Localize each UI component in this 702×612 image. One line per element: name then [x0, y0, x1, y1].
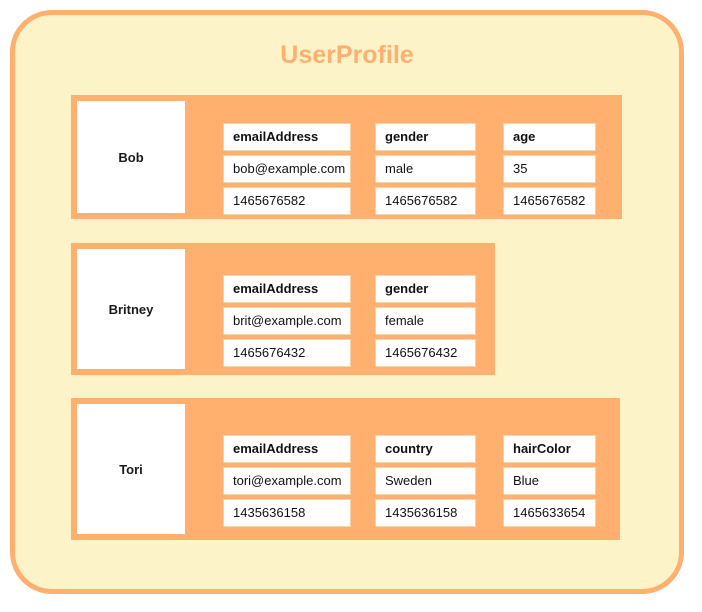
field-value: Sweden — [375, 467, 476, 495]
field-timestamp: 1435636158 — [375, 499, 476, 527]
field-value: Blue — [503, 467, 596, 495]
field-key: country — [375, 435, 476, 463]
field-column: country Sweden 1435636158 — [375, 435, 476, 527]
record-key-box: Bob — [77, 101, 185, 213]
field-value: bob@example.com — [223, 155, 351, 183]
entity-container: UserProfile Bob emailAddress bob@example… — [10, 10, 684, 594]
field-key: age — [503, 123, 596, 151]
field-column: age 35 1465676582 — [503, 123, 596, 215]
field-timestamp: 1465633654 — [503, 499, 596, 527]
field-column: emailAddress tori@example.com 1435636158 — [223, 435, 351, 527]
field-column: gender female 1465676432 — [375, 275, 476, 367]
field-timestamp: 1465676582 — [375, 187, 476, 215]
record-panel: Britney emailAddress brit@example.com 14… — [71, 243, 495, 375]
field-key: emailAddress — [223, 275, 351, 303]
field-timestamp: 1465676432 — [223, 339, 351, 367]
field-key: gender — [375, 275, 476, 303]
field-value: male — [375, 155, 476, 183]
record-panel: Tori emailAddress tori@example.com 14356… — [71, 398, 620, 540]
field-key: gender — [375, 123, 476, 151]
field-key: emailAddress — [223, 435, 351, 463]
entity-title: UserProfile — [280, 41, 414, 69]
field-timestamp: 1465676582 — [503, 187, 596, 215]
field-timestamp: 1465676582 — [223, 187, 351, 215]
field-value: brit@example.com — [223, 307, 351, 335]
field-column: hairColor Blue 1465633654 — [503, 435, 596, 527]
record-key-box: Tori — [77, 404, 185, 534]
field-timestamp: 1435636158 — [223, 499, 351, 527]
field-value: 35 — [503, 155, 596, 183]
record-key-box: Britney — [77, 249, 185, 369]
field-timestamp: 1465676432 — [375, 339, 476, 367]
field-key: emailAddress — [223, 123, 351, 151]
field-key: hairColor — [503, 435, 596, 463]
field-value: female — [375, 307, 476, 335]
field-value: tori@example.com — [223, 467, 351, 495]
field-column: emailAddress bob@example.com 1465676582 — [223, 123, 351, 215]
field-column: gender male 1465676582 — [375, 123, 476, 215]
field-column: emailAddress brit@example.com 1465676432 — [223, 275, 351, 367]
record-panel: Bob emailAddress bob@example.com 1465676… — [71, 95, 622, 219]
